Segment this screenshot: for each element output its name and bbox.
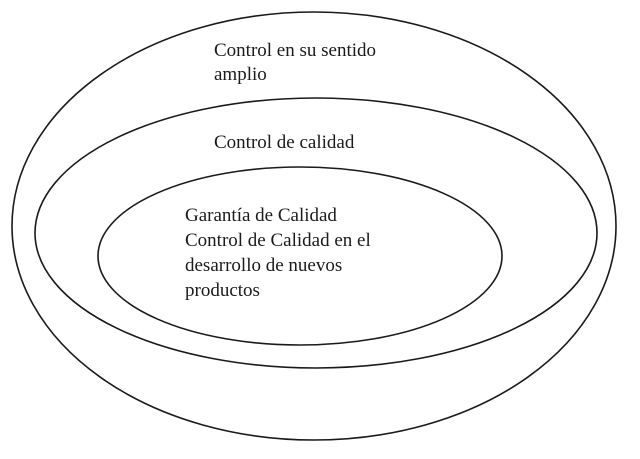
middle-label: Control de calidad [214,132,355,153]
inner-label-line-3: desarrollo de nuevos [185,255,342,276]
inner-label-line-2: Control de Calidad en el [185,230,371,251]
inner-label-line-1: Garantía de Calidad [185,205,337,226]
outer-label-line-1: Control en su sentido [214,40,376,61]
outer-ellipse [11,11,617,441]
inner-label-line-4: productos [185,280,260,301]
outer-label-line-2: amplio [214,64,267,85]
middle-ellipse [34,97,598,369]
inner-ellipse [97,166,503,346]
